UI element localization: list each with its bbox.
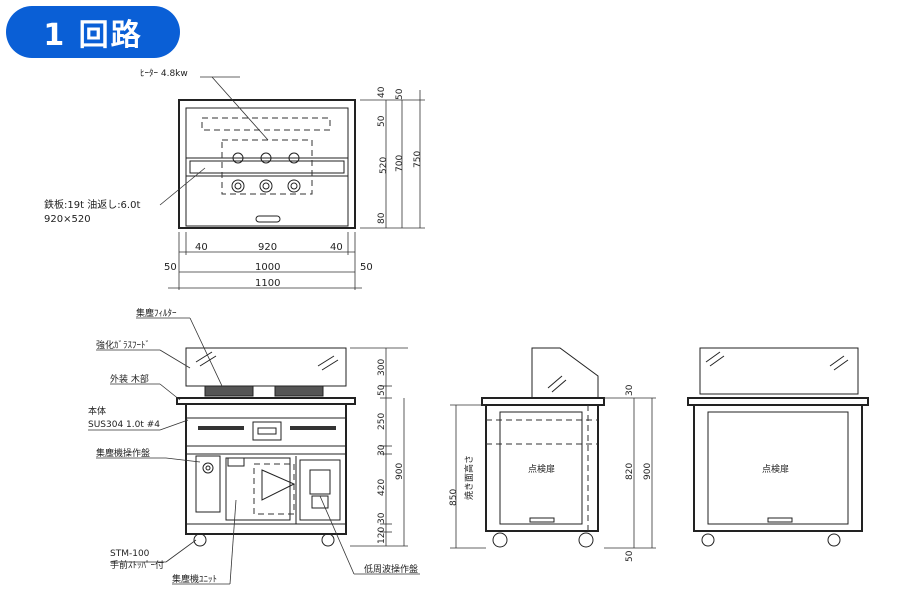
filter-right	[274, 385, 324, 397]
heater-label: ﾋｰﾀｰ 4.8kw	[140, 68, 188, 79]
collector-panel	[195, 455, 221, 513]
side-inspect-door	[499, 411, 583, 525]
dim-bottom-920: 920	[258, 242, 277, 253]
dim-right-top-50: 50	[395, 88, 405, 100]
back-counter	[687, 397, 869, 406]
dim-side-left-50: 50	[164, 262, 177, 273]
label-glass: 強化ｶﾞﾗｽﾌｰﾄﾞ	[96, 339, 150, 351]
side-counter	[481, 397, 605, 406]
side-body	[485, 404, 599, 532]
top-heater-zone	[201, 117, 331, 131]
dim-bottom-40-left: 40	[195, 242, 208, 253]
dim-right-750: 750	[413, 151, 423, 168]
side-wheel-right	[578, 532, 594, 548]
dim-total-1000: 1000	[255, 262, 280, 273]
dim-total-1100: 1100	[255, 278, 280, 289]
side-height-850: 850	[449, 489, 459, 506]
glass-hood	[185, 347, 347, 387]
side-view: 点検扉 850 焼き面高さ 30 820 900 50	[449, 347, 656, 562]
dim-front-900: 900	[395, 463, 405, 480]
back-body	[693, 404, 863, 532]
side-inspect-label: 点検扉	[528, 463, 555, 475]
back-wheel-right	[827, 533, 841, 547]
side-height-label: 焼き面高さ	[463, 455, 475, 500]
side-dim-820: 820	[625, 463, 635, 480]
top-oil-tray-inner	[189, 160, 345, 174]
collector-unit	[225, 457, 291, 521]
dim-front-30b: 30	[377, 512, 387, 524]
lowfreq-panel	[299, 459, 341, 521]
top-outer-frame	[178, 99, 356, 229]
top-oil-tray	[185, 157, 349, 177]
label-unit: 集塵機ﾕﾆｯﾄ	[172, 573, 217, 585]
top-view: ﾋｰﾀｰ 4.8kw 鉄板:19t 油返し:6.0t 920×520 40 92…	[44, 68, 425, 290]
label-filter: 集塵ﾌｨﾙﾀｰ	[136, 307, 177, 319]
dim-right-700: 700	[395, 155, 405, 172]
front-wheel-right	[321, 533, 335, 547]
dim-right-520: 520	[379, 157, 389, 174]
side-dim-50: 50	[625, 550, 635, 562]
back-inspect-door	[707, 411, 849, 525]
dim-right-40: 40	[377, 86, 387, 98]
front-wheel-left	[193, 533, 207, 547]
plate-label-2: 920×520	[44, 214, 91, 225]
dim-bottom-40-right: 40	[330, 242, 343, 253]
filter-left	[204, 385, 254, 397]
label-exterior: 外装 木部	[110, 373, 149, 385]
front-view: 集塵ﾌｨﾙﾀｰ 強化ｶﾞﾗｽﾌｰﾄﾞ 外装 木部 本体 SUS304 1.0t …	[88, 307, 420, 585]
dim-front-300: 300	[377, 359, 387, 376]
label-stopper-1: STM-100	[110, 549, 150, 559]
heater-coils	[231, 152, 301, 193]
side-dim-900: 900	[643, 463, 653, 480]
label-lowfreq: 低周波操作盤	[364, 563, 418, 575]
top-burner-zone	[221, 139, 313, 195]
dim-front-50: 50	[377, 384, 387, 396]
label-stopper-2: 手前ｽﾄｯﾊﾟｰ付	[110, 559, 164, 571]
circuit-badge: 1 回路	[6, 6, 180, 58]
dim-front-120: 120	[377, 527, 387, 544]
side-hood	[531, 347, 599, 399]
dim-right-80: 80	[377, 212, 387, 224]
dim-side-right-50: 50	[360, 262, 373, 273]
plate-label-1: 鉄板:19t 油返し:6.0t	[44, 198, 140, 211]
top-inner-frame	[185, 107, 349, 227]
back-hood	[699, 347, 859, 395]
dim-right-50: 50	[377, 115, 387, 127]
label-body-2: SUS304 1.0t #4	[88, 420, 160, 430]
vent-slots	[198, 426, 336, 430]
back-view: 点検扉	[687, 347, 869, 547]
back-inspect-label: 点検扉	[762, 463, 789, 475]
dim-front-250: 250	[377, 413, 387, 430]
top-handle	[255, 215, 281, 223]
front-body	[185, 403, 347, 535]
side-wheel-left	[492, 532, 508, 548]
dim-front-420: 420	[377, 479, 387, 496]
dim-front-30a: 30	[377, 444, 387, 456]
label-body-1: 本体	[88, 405, 106, 417]
control-display	[252, 421, 282, 441]
back-wheel-left	[701, 533, 715, 547]
side-dim-30: 30	[625, 384, 635, 396]
label-panel: 集塵機操作盤	[96, 447, 150, 459]
